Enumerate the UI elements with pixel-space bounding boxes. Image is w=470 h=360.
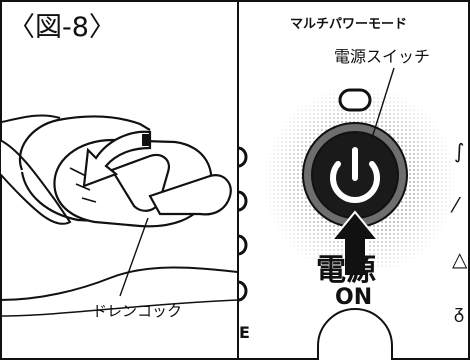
power-kanji-caption: 電源 — [316, 253, 376, 288]
side-glyph-2: ⁄ — [450, 193, 461, 217]
power-on-caption: ON — [335, 285, 372, 310]
drain-cock-leader-line — [119, 217, 149, 297]
side-glyph-1: ∫ — [454, 139, 464, 163]
side-glyph-4: ᵹ — [454, 302, 464, 323]
power-icon — [330, 147, 380, 203]
indicator-lamp — [338, 88, 372, 112]
figure-label: 〈図-8〉 — [8, 12, 116, 43]
edge-fragment-letter: E — [239, 323, 250, 342]
power-switch-label: 電源スイッチ — [334, 47, 430, 66]
multi-power-mode-label: マルチパワーモード — [290, 17, 407, 32]
side-glyph-3: △ — [452, 247, 468, 271]
power-switch-leader-line — [371, 67, 395, 139]
drain-cock-label: ドレンコック — [92, 302, 182, 320]
power-button[interactable] — [302, 122, 408, 228]
edge-notches — [237, 146, 248, 302]
press-arrow-icon — [329, 210, 381, 277]
secondary-round-button[interactable] — [317, 308, 393, 360]
drain-cock-illustration — [0, 114, 239, 317]
